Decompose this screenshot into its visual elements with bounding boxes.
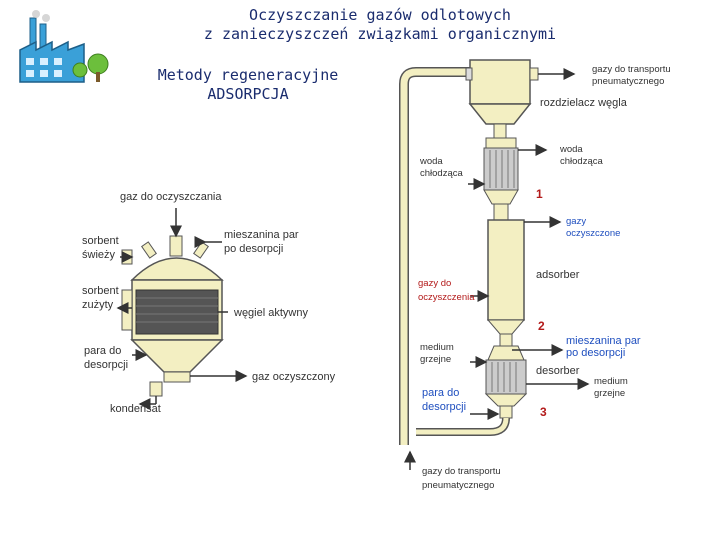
transport-gas-top-label-2: pneumatycznego bbox=[592, 76, 664, 87]
adsorber-column bbox=[486, 219, 526, 347]
medium-right-label-2: grzejne bbox=[594, 388, 625, 399]
used-sorbent-label-1: sorbent bbox=[82, 285, 119, 297]
left-flow-arrows bbox=[116, 208, 248, 410]
transport-gas-top-label-1: gazy do transportu bbox=[592, 64, 671, 75]
point-2-label: 2 bbox=[538, 319, 545, 333]
vapor-mix-right-label-1: mieszanina par bbox=[566, 335, 641, 347]
main-title: Oczyszczanie gazów odlotowych z zanieczy… bbox=[130, 6, 630, 44]
medium-left-label-1: medium bbox=[420, 342, 454, 353]
left-adsorber-vessel bbox=[121, 235, 224, 397]
steam-right-label-2: desorpcji bbox=[422, 401, 466, 413]
transport-gas-bottom-label-2: pneumatycznego bbox=[422, 480, 494, 491]
steam-label-2: desorpcji bbox=[84, 359, 128, 371]
fresh-sorbent-label-1: sorbent bbox=[82, 235, 119, 247]
gas-in-right-label-2: oczyszczenia bbox=[418, 292, 475, 303]
cooling-water-left-label-2: chłodząca bbox=[420, 168, 463, 179]
title-line-2: z zanieczyszczeń związkami organicznymi bbox=[203, 25, 557, 43]
fresh-sorbent-label-2: świeży bbox=[82, 249, 116, 261]
steam-right-label-1: para do bbox=[422, 387, 459, 399]
cooling-water-right-label-2: chłodząca bbox=[560, 156, 603, 167]
medium-left-label-2: grzejne bbox=[420, 354, 451, 365]
subtitle-line-1: Metody regeneracyjne bbox=[157, 66, 339, 84]
desorber-unit bbox=[416, 345, 528, 436]
method-subtitle: Metody regeneracyjne ADSORPCJA bbox=[128, 66, 368, 104]
desorber-label: desorber bbox=[536, 365, 580, 377]
activated-carbon-label: węgiel aktywny bbox=[233, 307, 308, 319]
factory-icon bbox=[19, 10, 109, 83]
right-labels: gazy do transportu pneumatycznego rozdzi… bbox=[418, 64, 671, 491]
right-flow-arrows bbox=[404, 68, 590, 470]
adsorber-label: adsorber bbox=[536, 269, 580, 281]
used-sorbent-label-2: zużyty bbox=[82, 299, 114, 311]
vapor-mix-label-1: mieszanina par bbox=[224, 229, 299, 241]
carbon-separator-label: rozdzielacz węgla bbox=[540, 97, 628, 109]
vapor-mix-right-label-2: po desorpcji bbox=[566, 347, 625, 359]
carbon-separator bbox=[465, 59, 539, 139]
cooling-water-right-label-1: woda bbox=[559, 144, 583, 155]
point-1-label: 1 bbox=[536, 187, 543, 201]
point-3-label: 3 bbox=[540, 405, 547, 419]
gas-in-right-label-1: gazy do bbox=[418, 278, 451, 289]
transport-gas-bottom-label-1: gazy do transportu bbox=[422, 466, 501, 477]
steam-label-1: para do bbox=[84, 345, 121, 357]
title-line-1: Oczyszczanie gazów odlotowych bbox=[249, 6, 511, 24]
subtitle-line-2: ADSORPCJA bbox=[207, 85, 289, 103]
condensate-label: kondensat bbox=[110, 403, 161, 415]
left-labels: gaz do oczyszczania sorbent świeży sorbe… bbox=[82, 191, 336, 415]
right-transport-pipe bbox=[399, 67, 470, 445]
cooling-water-left-label-1: woda bbox=[419, 156, 443, 167]
clean-gases-label-2: oczyszczone bbox=[566, 228, 620, 239]
cooler-unit bbox=[483, 137, 519, 221]
clean-gas-label: gaz oczyszczony bbox=[252, 371, 336, 383]
medium-right-label-1: medium bbox=[594, 376, 628, 387]
clean-gases-label-1: gazy bbox=[566, 216, 586, 227]
gas-in-label: gaz do oczyszczania bbox=[120, 191, 222, 203]
vapor-mix-label-2: po desorpcji bbox=[224, 243, 283, 255]
